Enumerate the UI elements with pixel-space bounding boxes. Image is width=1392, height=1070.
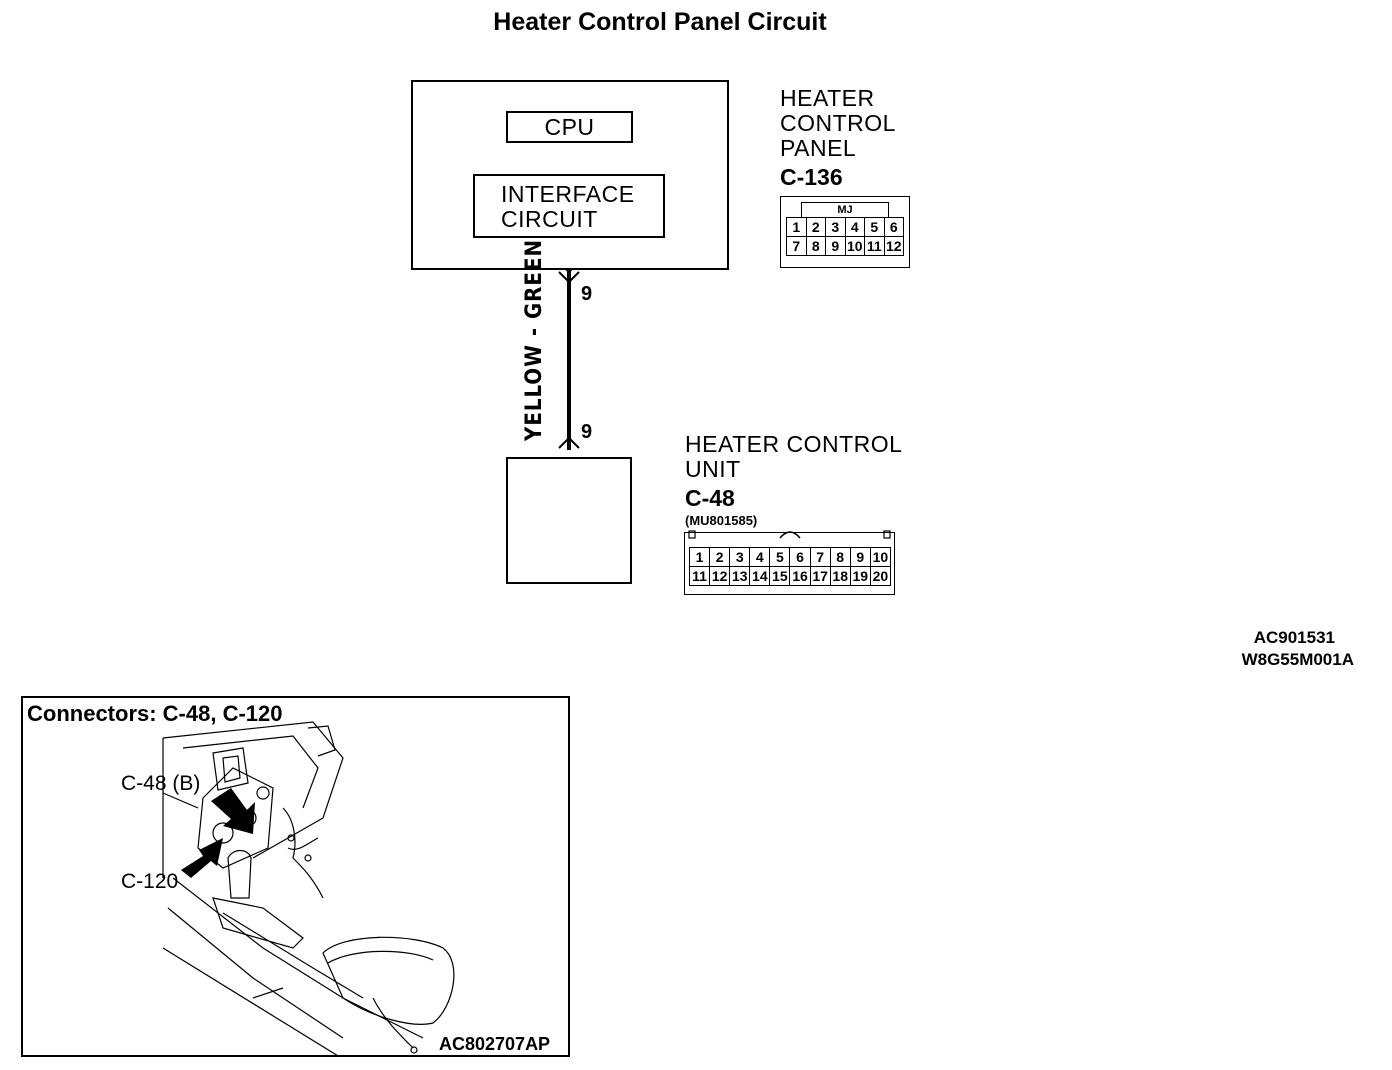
location-title: Connectors: C-48, C-120 [27, 701, 283, 726]
c136-pin: 12 [884, 237, 904, 256]
c136-pin: 9 [826, 237, 846, 256]
wire-color-label-wrapper: YELLOW - GREEN [522, 239, 547, 441]
c48-connector-latch [688, 530, 891, 539]
interface-label-line1: INTERFACE [501, 181, 635, 207]
c48-pin: 2 [710, 548, 731, 567]
cpu-box: CPU [506, 111, 633, 143]
c136-pin: 2 [806, 218, 826, 237]
diagram-title: Heater Control Panel Circuit [493, 8, 827, 36]
c48-pin: 1 [690, 548, 711, 567]
interface-circuit-box: INTERFACE CIRCUIT [473, 174, 665, 238]
c48-pin: 3 [730, 548, 751, 567]
dashboard-line-drawing [162, 721, 455, 1055]
c136-name-line2: CONTROL [780, 110, 896, 136]
c136-name-line1: HEATER [780, 85, 875, 111]
ref-code-1: AC901531 [1253, 628, 1335, 647]
wire-pin-top: 9 [581, 283, 593, 305]
c48-arrow-icon [211, 788, 255, 834]
c120-arrow-icon [181, 838, 223, 878]
callout-c120: C-120 [121, 870, 179, 893]
connector-mark-top-2 [558, 271, 580, 284]
c48-pin: 8 [830, 548, 851, 567]
c136-pin: 3 [826, 218, 846, 237]
c136-pin: 10 [845, 237, 865, 256]
c136-connector-tag: MJ [801, 202, 889, 217]
connector-location-figure: Connectors: C-48, C-120 C-48 (B) C-120 A… [21, 696, 570, 1057]
c48-pin: 6 [790, 548, 811, 567]
c136-name: HEATER CONTROL PANEL C-136 [780, 86, 896, 190]
interface-label-line2: CIRCUIT [501, 206, 598, 232]
connector-mark-bottom [558, 436, 580, 449]
wire-pin-bottom: 9 [581, 421, 593, 443]
c48-pin: 17 [810, 567, 831, 586]
c48-name-line2: UNIT [685, 456, 741, 482]
c136-name-line3: PANEL [780, 135, 857, 161]
ref-code-2: W8G55M001A [1241, 650, 1354, 669]
c48-part-number: (MU801585) [685, 513, 758, 528]
c48-pin: 12 [710, 567, 731, 586]
c48-connector-id: C-48 [685, 485, 735, 511]
c136-pin: 4 [845, 218, 865, 237]
c48-pin: 20 [870, 567, 891, 586]
heater-control-unit-block [506, 457, 632, 584]
c48-pin: 19 [850, 567, 871, 586]
callout-c48: C-48 (B) [121, 772, 201, 795]
c136-pin: 8 [806, 237, 826, 256]
c48-pin: 13 [730, 567, 751, 586]
wire-color-label: YELLOW - GREEN [522, 238, 547, 441]
c48-pin: 15 [770, 567, 791, 586]
c136-pin: 5 [865, 218, 885, 237]
c48-pin: 18 [830, 567, 851, 586]
c48-pin: 11 [690, 567, 711, 586]
figure-code: AC802707AP [437, 1034, 553, 1055]
cpu-label: CPU [544, 114, 595, 140]
c48-pin: 7 [810, 548, 831, 567]
c48-name: HEATER CONTROL UNIT C-48 (MU801585) [685, 431, 903, 529]
c48-pin: 10 [870, 548, 891, 567]
c136-pin: 11 [865, 237, 885, 256]
c136-pin: 6 [884, 218, 904, 237]
c136-pin: 7 [787, 237, 807, 256]
c48-pin: 14 [750, 567, 771, 586]
c136-connector-id: C-136 [780, 164, 843, 190]
c136-pin: 1 [787, 218, 807, 237]
c48-pin: 16 [790, 567, 811, 586]
c48-name-line1: HEATER CONTROL [685, 431, 903, 457]
c48-pin: 4 [750, 548, 771, 567]
c48-pin: 9 [850, 548, 871, 567]
c48-pin: 5 [770, 548, 791, 567]
